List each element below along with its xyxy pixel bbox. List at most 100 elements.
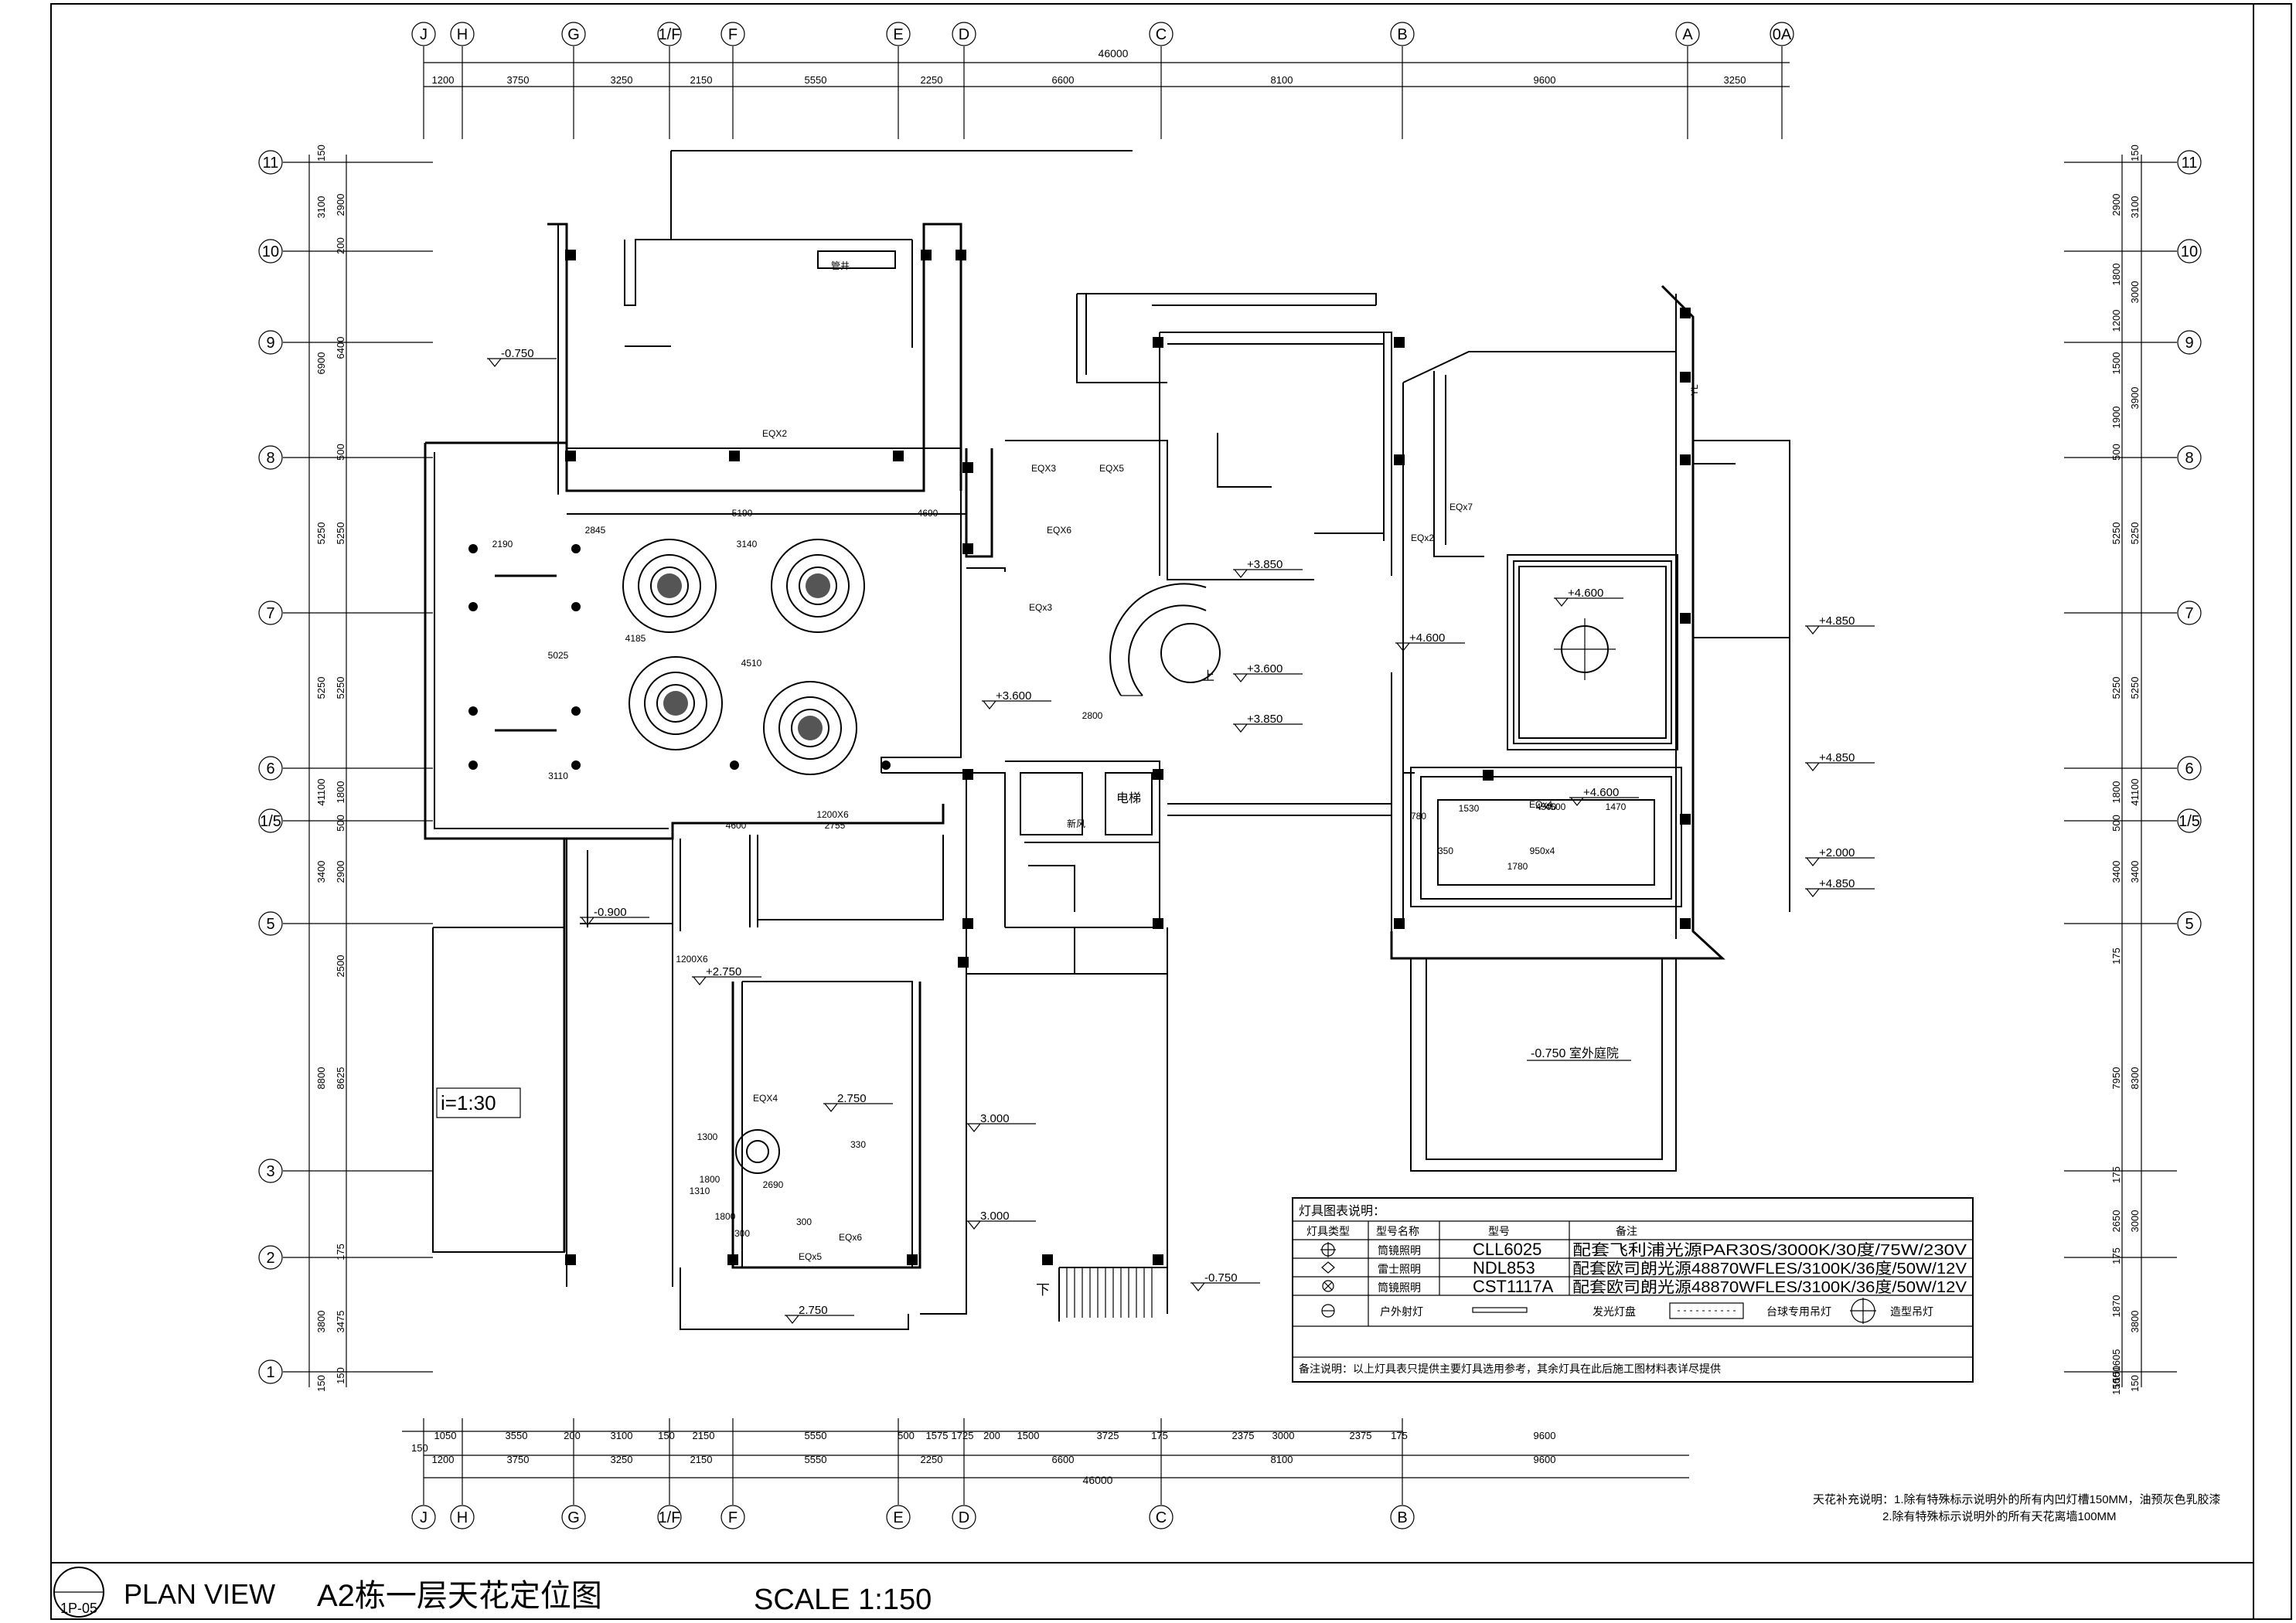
floor-plan-walls <box>424 150 1790 1330</box>
plan-dim-24: 300 <box>734 1228 750 1239</box>
bottom-dim-inner-3: 3100 <box>611 1430 633 1441</box>
bottom-dim-inner-6: 5550 <box>805 1430 827 1441</box>
left-dim-inner-9: 2500 <box>335 955 346 978</box>
grid-bubble-left-5-label: 6 <box>266 760 274 777</box>
left-dim-inner-11: 175 <box>335 1244 346 1261</box>
right-dim-inner-12: 7950 <box>2110 1067 2122 1090</box>
column-26 <box>565 1254 576 1265</box>
plan-dim-19: 1300 <box>697 1131 718 1142</box>
bottom-dim-inner-15: 3000 <box>1272 1430 1295 1441</box>
level-marker-16: +4.850 <box>1805 751 1875 771</box>
legend-row-1-model: CLL6025 <box>1473 1240 1541 1259</box>
grid-bubble-right-2: 9 <box>2177 330 2202 355</box>
plan-dim-14: 1530 <box>1459 803 1480 814</box>
left-dim-outer-2: 6900 <box>315 352 327 375</box>
column-20 <box>962 769 973 780</box>
downlights <box>468 544 891 770</box>
annotations: -0.750 室外庭院 i=1:30 下 上 电梯 管井 新风 YL <box>436 260 1700 1298</box>
level-text-4: +3.850 <box>1247 713 1283 726</box>
grid-bubble-top-3-label: 1/F <box>659 26 681 43</box>
grid-bubble-right-6-label: 1/5 <box>2178 813 2200 830</box>
right-dim-inner-9: 500 <box>2110 815 2122 832</box>
chandelier-1 <box>622 539 717 633</box>
left-dim-outer-7: 8800 <box>315 1067 327 1090</box>
lighting-legend: 灯具图表说明： 灯具类型 型号名称 型号 备注 筒镜照明 CLL6025 配套飞… <box>1292 1197 1974 1383</box>
bottom-dim-inner-14: 2375 <box>1232 1430 1255 1441</box>
grid-bubble-right-4-label: 7 <box>2185 605 2193 622</box>
top-dim-5: 2250 <box>921 74 943 86</box>
plan-dim-5: 4185 <box>625 633 646 644</box>
right-dim-outer-3: 3900 <box>2129 387 2141 410</box>
grid-bubble-left-10-label: 1 <box>266 1364 274 1381</box>
grid-bubble-left-4: 7 <box>258 601 283 625</box>
legend-row-2-model: NDL853 <box>1473 1258 1535 1278</box>
left-dim-inner-6: 1800 <box>335 781 346 804</box>
right-dim-inner-1: 1800 <box>2110 264 2122 286</box>
legend-row-1-note: 配套飞利浦光源PAR30S/3000K/30度/75W/230V <box>1572 1241 1967 1259</box>
air-shaft-label: 新风 <box>1067 818 1085 829</box>
right-dim-inner-19: 150 <box>2110 1372 2122 1389</box>
plan-dim-1: 2845 <box>585 525 606 536</box>
plan-dim-23: 1800 <box>715 1211 736 1222</box>
grid-bubble-bottom-4-label: F <box>728 1509 738 1526</box>
left-dims-inner: 2900200640050052505250180050029002500862… <box>335 194 346 1384</box>
bottom-dim-inner-17: 175 <box>1391 1430 1408 1441</box>
down-label: 下 <box>1036 1282 1050 1298</box>
slope-label: i=1:30 <box>441 1091 496 1114</box>
right-dim-outer-1: 3100 <box>2129 196 2141 219</box>
level-marker-0: -0.750 <box>487 347 557 367</box>
bottom-dim-outer-6: 6600 <box>1052 1454 1075 1465</box>
grid-bubble-top-6-label: D <box>959 26 969 43</box>
plan-dim-8: 3110 <box>548 771 568 781</box>
bottom-dim-inner-11: 1500 <box>1017 1430 1040 1441</box>
left-dim-inner-13: 150 <box>335 1367 346 1384</box>
level-marker-8: 3.000 <box>966 1112 1036 1132</box>
grid-bubble-top-0: J <box>411 22 436 46</box>
bottom-dim-inner-10: 200 <box>983 1430 1000 1441</box>
plan-dim-2: 5190 <box>732 508 753 519</box>
legend-header-type: 灯具类型 <box>1306 1225 1350 1237</box>
level-marker-1: +3.850 <box>1233 558 1303 578</box>
plan-dim-18: 1780 <box>1507 861 1528 872</box>
bottom-dim-outer-3: 2150 <box>690 1454 713 1465</box>
level-text-12: +4.600 <box>1568 587 1603 600</box>
level-marker-9: 3.000 <box>966 1210 1036 1230</box>
legend-row-3: 筒镜照明 CST1117A 配套欧司朗光源48870WFLES/3100K/36… <box>1322 1277 1967 1296</box>
circle-cross-icon <box>1320 1242 1336 1257</box>
chandelier-6 <box>735 1129 780 1174</box>
level-text-14: +4.600 <box>1583 786 1619 799</box>
grid-bubble-top-10: 0A <box>1770 22 1794 46</box>
bottom-dim-inner-13: 175 <box>1151 1430 1168 1441</box>
left-dim-outer-9: 150 <box>315 1375 327 1392</box>
level-text-11: -0.750 <box>1204 1271 1238 1284</box>
outdoor-spotlight-icon <box>1321 1304 1335 1318</box>
grid-bubble-left-1: 10 <box>258 239 283 264</box>
grid-bubble-right-0: 11 <box>2177 150 2202 175</box>
top-dim-7: 8100 <box>1271 74 1293 86</box>
level-text-18: +4.850 <box>1819 877 1855 890</box>
left-dimension-chain: 150310069005250525041100340088003800150 … <box>308 145 347 1392</box>
grid-bubble-left-0-label: 11 <box>263 155 279 172</box>
column-4 <box>565 451 576 461</box>
level-marker-3: +3.600 <box>982 689 1051 709</box>
left-dim-outer-1: 3100 <box>315 196 327 219</box>
grid-bubble-top-0-label: J <box>420 26 428 43</box>
level-text-3: +3.600 <box>996 689 1031 703</box>
view-label: PLAN VIEW <box>124 1578 275 1610</box>
legend-header-name: 型号名称 <box>1376 1225 1419 1237</box>
bottom-dim-outer-5: 2250 <box>921 1454 943 1465</box>
grid-bubble-right-3-label: 8 <box>2185 450 2193 467</box>
column-13 <box>1680 454 1691 465</box>
legend-icon-chandelier: 造型吊灯 <box>1890 1305 1933 1318</box>
right-dim-inner-16: 1870 <box>2110 1295 2122 1318</box>
bottom-dim-inner-16: 2375 <box>1350 1430 1372 1441</box>
level-text-9: 3.000 <box>980 1210 1010 1223</box>
grid-bubble-left-8: 3 <box>258 1159 283 1183</box>
bottom-extra-dim: 150 <box>411 1442 428 1454</box>
right-dim-inner-4: 1900 <box>2110 407 2122 429</box>
eq-tag-10: EQx6 <box>839 1232 862 1243</box>
yl-label: YL <box>1689 384 1700 396</box>
grid-bubble-left-9: 2 <box>258 1245 283 1270</box>
